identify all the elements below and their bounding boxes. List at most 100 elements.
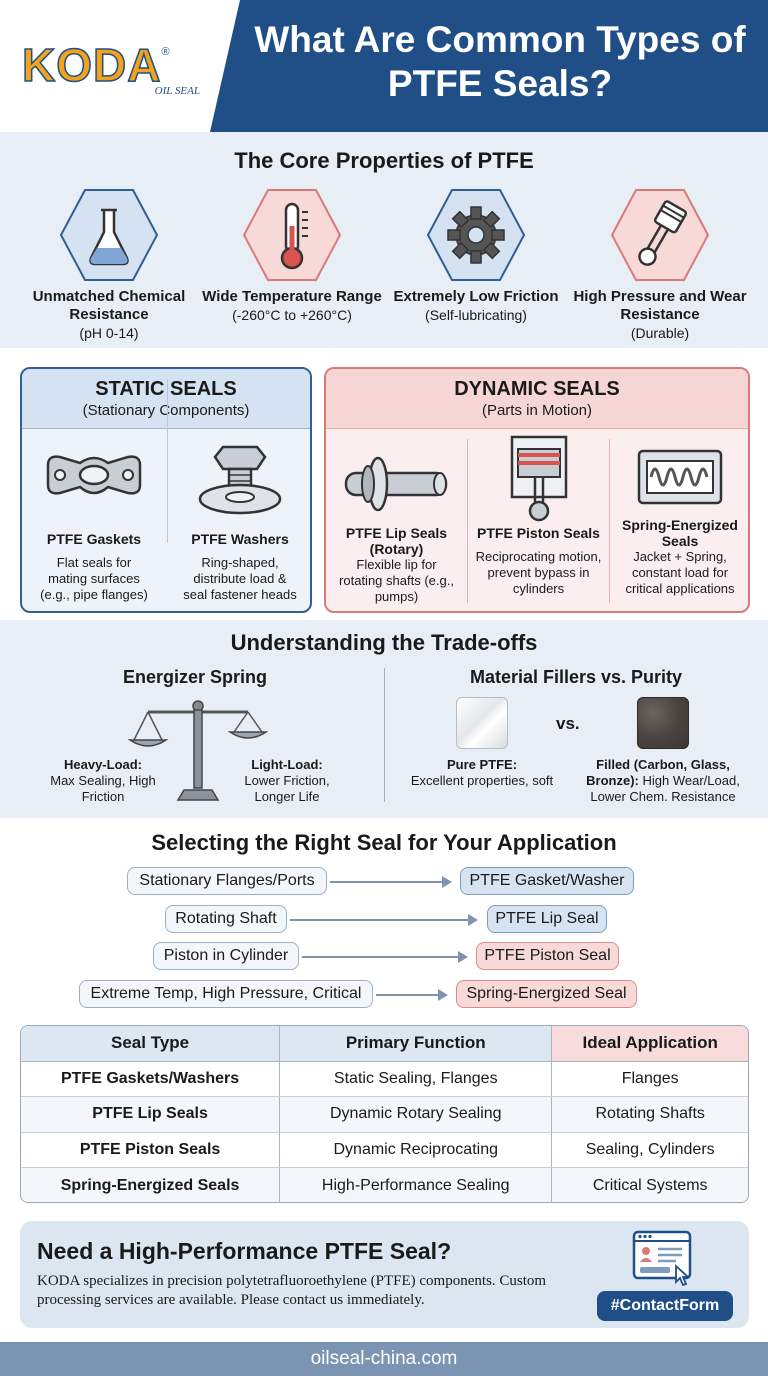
seal-gasket-washer: PTFE Gasket/Washer (460, 867, 634, 895)
heavy-load-description: Max Sealing, High Friction (50, 773, 156, 804)
dynamic-seals-subtitle: (Parts in Motion) (481, 402, 593, 419)
comparison-table: Seal Type Primary Function Ideal Applica… (20, 1025, 749, 1203)
column-divider (609, 439, 610, 603)
seal-description: Flat seals for mating surfaces (e.g., pi… (40, 555, 148, 602)
material-fillers-title: Material Fillers vs. Purity (469, 667, 683, 687)
dynamic-seals-panel: DYNAMIC SEALS (Parts in Motion) PTFE Lip… (324, 367, 750, 613)
logo-registered-mark: ® (161, 46, 170, 58)
arrow-icon (330, 876, 452, 888)
gear-icon (426, 189, 526, 281)
title-banner (210, 0, 768, 132)
property-detail: (Durable) (630, 325, 690, 341)
seal-description: Reciprocating motion, prevent bypass in … (475, 549, 602, 596)
seal-washers: PTFE Washers Ring-shaped, distribute loa… (168, 429, 310, 611)
logo-text: KODA (21, 39, 162, 91)
versus-label: vs. (556, 714, 580, 733)
seal-description: Flexible lip for rotating shafts (e.g., … (339, 557, 454, 604)
static-seals-subtitle: (Stationary Components) (82, 402, 250, 419)
need-rotating-shaft: Rotating Shaft (165, 905, 287, 933)
property-low-friction: Extremely Low Friction (Self-lubricating… (381, 188, 571, 324)
pure-ptfe-description: Excellent properties, soft (410, 773, 554, 788)
property-pressure-wear: High Pressure and Wear Resistance (Durab… (565, 188, 755, 342)
spring-seal-icon (637, 449, 723, 505)
table-row: PTFE Gaskets/Washers Static Sealing, Fla… (21, 1061, 748, 1097)
footer: oilseal-china.com (0, 1342, 768, 1376)
table-row: PTFE Piston Seals Dynamic Reciprocating … (21, 1132, 748, 1168)
cell-ideal-application: Sealing, Cylinders (551, 1132, 748, 1168)
filled-ptfe-note: Filled (Carbon, Glass, Bronze): High Wea… (578, 757, 748, 805)
need-extreme-conditions: Extreme Temp, High Pressure, Critical (79, 980, 373, 1008)
selection-title: Selecting the Right Seal for Your Applic… (151, 830, 617, 855)
need-stationary-flanges: Stationary Flanges/Ports (127, 867, 327, 895)
seal-name: PTFE Piston Seals (477, 525, 600, 541)
energizer-spring-title: Energizer Spring (122, 667, 268, 687)
property-detail: (Self-lubricating) (425, 307, 527, 323)
lip-seal-shaft-icon (344, 456, 447, 512)
header: KODA® OIL SEAL What Are Common Types of … (0, 0, 768, 132)
table-row: Spring-Energized Seals High-Performance … (21, 1167, 748, 1202)
cell-seal-type: PTFE Lip Seals (21, 1096, 281, 1133)
cta-title: Need a High-Performance PTFE Seal? (37, 1238, 452, 1264)
header-seal-type: Seal Type (21, 1026, 281, 1062)
seal-name: PTFE Gaskets (46, 531, 142, 547)
seal-description: Ring-shaped, distribute load & seal fast… (183, 555, 297, 602)
contact-form-icon (632, 1230, 692, 1286)
page-title: What Are Common Types of PTFE Seals? (254, 19, 746, 104)
cell-seal-type: PTFE Gaskets/Washers (21, 1061, 281, 1097)
property-detail: (pH 0-14) (79, 325, 139, 341)
pure-ptfe-label: Pure PTFE: (446, 757, 518, 772)
light-load-label: Light-Load: (251, 757, 323, 772)
heavy-load-label: Heavy-Load: (63, 757, 143, 772)
flask-icon (59, 189, 159, 281)
cta-body: KODA specializes in precision polytetraf… (37, 1273, 547, 1308)
contact-form-button[interactable]: #ContactForm (597, 1291, 733, 1321)
property-title: Unmatched Chemical Resistance (32, 288, 186, 323)
property-title: Wide Temperature Range (202, 288, 382, 305)
seal-lip-seals: PTFE Lip Seals (Rotary) Flexible lip for… (326, 429, 467, 611)
column-divider (167, 379, 168, 543)
filled-ptfe-swatch (637, 697, 689, 749)
static-seals-header: STATIC SEALS (Stationary Components) (22, 369, 310, 429)
piston-seal-icon (510, 435, 567, 522)
cell-primary-function: Dynamic Reciprocating (279, 1132, 553, 1168)
property-detail: (-260°C to +260°C) (232, 307, 352, 323)
arrow-icon (376, 989, 448, 1001)
cell-ideal-application: Rotating Shafts (551, 1096, 748, 1133)
seal-lip-seal: PTFE Lip Seal (487, 905, 607, 933)
cell-seal-type: PTFE Piston Seals (21, 1132, 281, 1168)
filled-ptfe-description: High Wear/Load, Lower Chem. Resistance (590, 773, 740, 804)
thermometer-icon (242, 189, 342, 281)
footer-url[interactable]: oilseal-china.com (310, 1348, 458, 1369)
piston-icon (610, 189, 710, 281)
core-properties-title: The Core Properties of PTFE (234, 148, 534, 173)
property-temperature-range: Wide Temperature Range (-260°C to +260°C… (197, 188, 387, 324)
arrow-icon (302, 951, 468, 963)
seal-name: PTFE Washers (191, 531, 289, 547)
need-piston-cylinder: Piston in Cylinder (153, 942, 299, 970)
property-title: High Pressure and Wear Resistance (573, 288, 747, 323)
seal-name: Spring-Energized Seals (622, 517, 738, 549)
column-divider (467, 439, 468, 603)
property-chemical-resistance: Unmatched Chemical Resistance (pH 0-14) (14, 188, 204, 342)
koda-logo: KODA® OIL SEAL (21, 39, 212, 102)
header-primary-function: Primary Function (279, 1026, 553, 1062)
seal-spring-energized: Spring-Energized Seal (456, 980, 637, 1008)
table-header-row: Seal Type Primary Function Ideal Applica… (21, 1026, 748, 1062)
header-ideal-application: Ideal Application (551, 1026, 748, 1062)
dynamic-seals-header: DYNAMIC SEALS (Parts in Motion) (326, 369, 748, 429)
cell-seal-type: Spring-Energized Seals (21, 1167, 281, 1202)
seal-gaskets: PTFE Gaskets Flat seals for mating surfa… (22, 429, 166, 611)
cell-ideal-application: Critical Systems (551, 1167, 748, 1202)
cell-primary-function: Dynamic Rotary Sealing (279, 1096, 553, 1133)
cell-ideal-application: Flanges (551, 1061, 748, 1097)
tradeoffs-title: Understanding the Trade-offs (230, 630, 538, 655)
arrow-icon (290, 914, 478, 926)
light-load-description: Lower Friction, Longer Life (244, 773, 330, 804)
static-seals-panel: STATIC SEALS (Stationary Components) PTF… (20, 367, 312, 613)
cell-primary-function: High-Performance Sealing (279, 1167, 553, 1202)
gasket-icon (46, 455, 142, 495)
cell-primary-function: Static Sealing, Flanges (279, 1061, 553, 1097)
pure-ptfe-note: Pure PTFE: Excellent properties, soft (404, 757, 560, 789)
filled-ptfe-label: Filled (Carbon, Glass, Bronze): (586, 757, 730, 788)
seal-name: PTFE Lip Seals (Rotary) (345, 525, 448, 557)
